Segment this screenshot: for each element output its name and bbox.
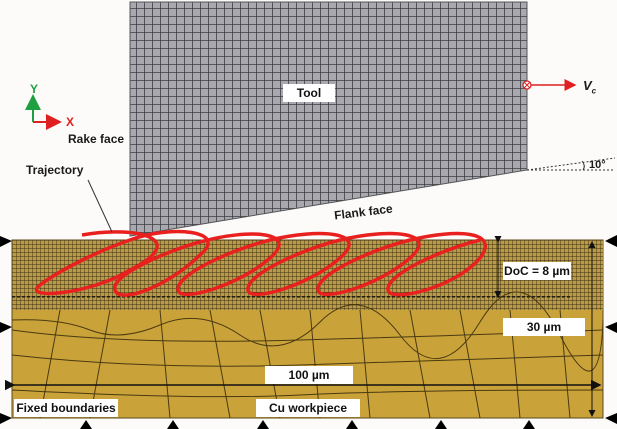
clearance-angle-label: 10° xyxy=(589,159,606,171)
depth-30-label: 30 µm xyxy=(503,318,585,336)
tool-mesh xyxy=(129,1,528,237)
doc-label: DoC = 8 µm xyxy=(503,262,571,280)
fixed-boundaries-label: Fixed boundaries xyxy=(14,399,118,417)
fixed-boundary-markers xyxy=(0,235,617,429)
width-100-label: 100 µm xyxy=(265,366,353,384)
clearance-angle xyxy=(526,157,616,171)
rake-face-label: Rake face xyxy=(68,132,125,146)
workpiece-label: Cu workpiece xyxy=(256,399,360,417)
axis-indicator xyxy=(25,94,62,130)
y-axis-label: Y xyxy=(30,82,39,96)
trajectory-path xyxy=(35,229,487,297)
trajectory-label: Trajectory xyxy=(26,163,84,177)
velocity-arrow xyxy=(522,79,577,91)
velocity-label: Vc xyxy=(583,78,597,96)
tool-label: Tool xyxy=(283,84,335,102)
x-axis-label: X xyxy=(66,115,75,129)
